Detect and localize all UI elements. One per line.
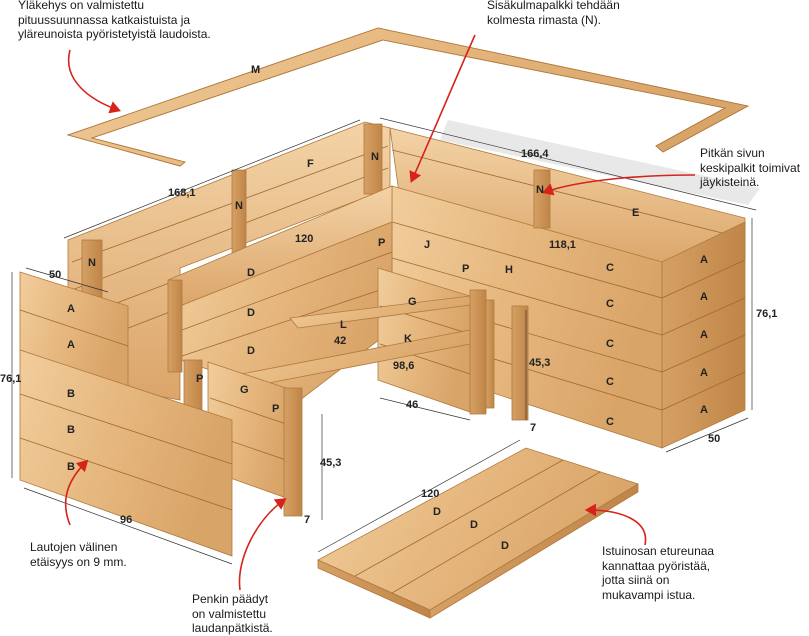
dim-98: 98,6	[393, 360, 414, 372]
label-d-3: D	[247, 345, 255, 357]
label-d-seat-2: D	[470, 519, 478, 531]
note-board-gap: Lautojen välinen etäisyys on 9 mm.	[30, 540, 127, 569]
note-top-frame: Yläkehys on valmistettu pituussuunnassa …	[18, 0, 211, 41]
dim-7-right: 7	[530, 422, 536, 434]
label-a-r3: A	[700, 329, 708, 341]
label-n-right: N	[536, 184, 544, 196]
label-n-corner: N	[371, 151, 379, 163]
note-seat-edge: Istuinosan etureunaa kannattaa pyöristää…	[602, 544, 715, 602]
label-p-3: P	[196, 373, 203, 385]
label-d-2: D	[247, 307, 255, 319]
note-inner-corner: Sisäkulmapalkki tehdään kolmesta rimasta…	[487, 0, 620, 27]
label-h: H	[505, 264, 513, 276]
label-g-back: G	[408, 296, 417, 308]
label-g-front: G	[240, 384, 249, 396]
middle-post-n-right	[533, 169, 551, 229]
label-l: L	[340, 319, 347, 331]
label-p-1: P	[378, 237, 385, 249]
label-c-3: C	[606, 338, 614, 350]
label-a-l2: A	[67, 339, 75, 351]
dim-96: 96	[120, 514, 132, 526]
label-p-2: P	[462, 263, 469, 275]
dim-168: 168,1	[168, 187, 196, 199]
dim-42: 42	[334, 335, 346, 347]
callout-arrows	[64, 34, 696, 591]
label-a-r5: A	[700, 404, 708, 416]
label-d-1: D	[247, 267, 255, 279]
label-b-2: B	[67, 424, 75, 436]
dim-120-seat: 120	[421, 488, 439, 500]
label-m: M	[251, 64, 260, 76]
label-a-r1: A	[700, 254, 708, 266]
seat-d	[317, 447, 639, 619]
dim-45-left: 45,3	[320, 457, 341, 469]
dimension-lines	[11, 117, 757, 565]
label-a-r2: A	[700, 291, 708, 303]
label-c-2: C	[606, 298, 614, 310]
top-frame-m	[66, 27, 750, 167]
dim-166: 166,4	[521, 148, 549, 160]
dim-120-top: 120	[295, 233, 313, 245]
box-shadow	[440, 120, 760, 205]
dim-50-left: 50	[49, 269, 61, 281]
label-n-far-left: N	[88, 257, 96, 269]
label-b-1: B	[67, 388, 75, 400]
bench-box	[209, 267, 529, 421]
label-d-seat-1: D	[433, 506, 441, 518]
label-f: F	[307, 158, 314, 170]
dim-50-right: 50	[708, 433, 720, 445]
right-end-wall-a	[661, 221, 746, 449]
label-k: K	[404, 333, 412, 345]
label-b-3: B	[67, 461, 75, 473]
middle-post-n-left	[231, 169, 247, 259]
front-panel-b	[19, 349, 233, 557]
label-a-l1: A	[67, 303, 75, 315]
label-c-4: C	[606, 376, 614, 388]
label-e: E	[632, 207, 639, 219]
dim-45-right: 45,3	[529, 357, 550, 369]
label-c-1: C	[606, 262, 614, 274]
label-a-r4: A	[700, 367, 708, 379]
dim-46: 46	[406, 399, 418, 411]
label-d-seat-3: D	[501, 540, 509, 552]
dim-76-left: 76,1	[0, 373, 21, 385]
label-n-left: N	[235, 200, 243, 212]
dim-76-right: 76,1	[756, 308, 777, 320]
label-c-5: C	[606, 416, 614, 428]
label-j: J	[424, 239, 430, 251]
note-bench-ends: Penkin päädyt on valmistettu laudanpätki…	[192, 592, 273, 635]
note-middle-posts: Pitkän sivun keskipalkit toimivat jäykis…	[700, 146, 801, 189]
dim-118: 118,1	[549, 239, 576, 251]
dim-7-left: 7	[304, 514, 310, 526]
label-p-4: P	[272, 403, 279, 415]
